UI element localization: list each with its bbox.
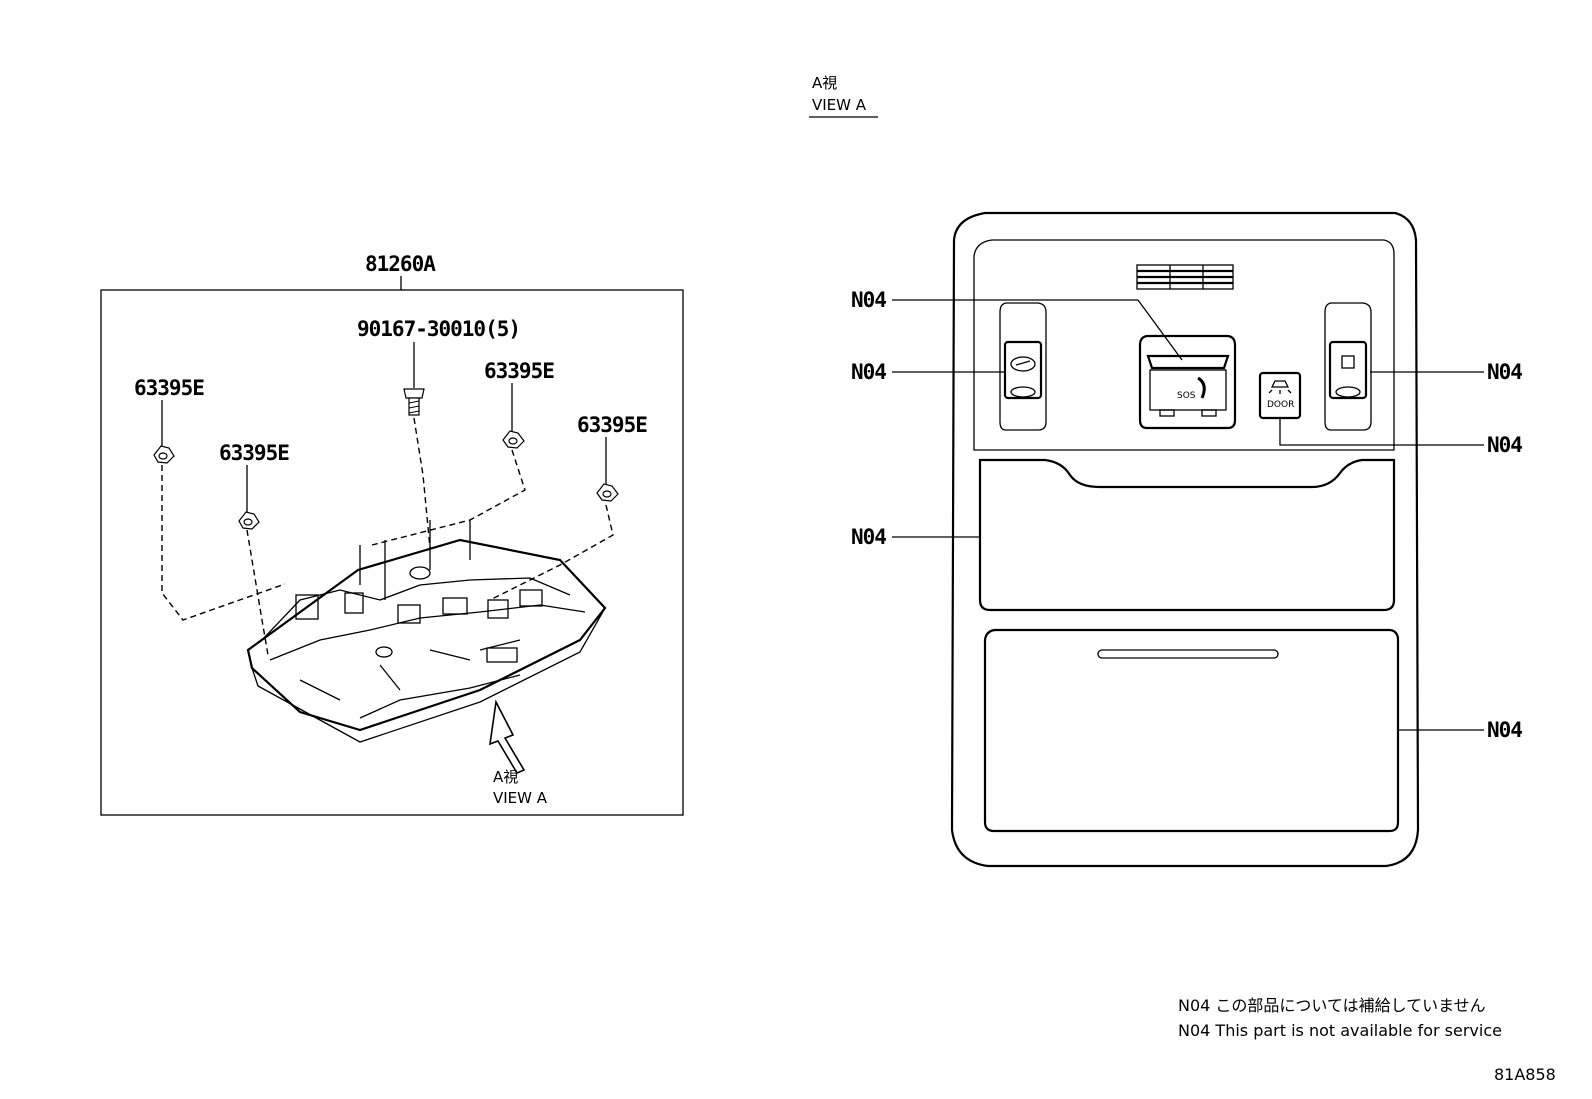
note-jp: N04 この部品については補給していません: [1178, 996, 1486, 1015]
figure-code: 81A858: [1494, 1065, 1556, 1084]
console-outer-shell: [950, 211, 1420, 868]
sos-button: SOS: [1138, 334, 1237, 430]
upper-lid: [978, 458, 1396, 612]
arrow-label-en: VIEW A: [493, 789, 548, 807]
clip-icon-2: [238, 511, 260, 530]
lower-lid: [983, 628, 1400, 833]
clip-icon-4: [596, 483, 619, 502]
lid-handle: [1097, 649, 1279, 659]
view-a-arrow-icon: [489, 699, 526, 775]
assembly-frame: [100, 289, 684, 816]
clip-label-1: 63395E: [134, 376, 204, 400]
assembly-main-label: 81260A: [365, 252, 436, 276]
left-lamp-switch: [999, 302, 1047, 431]
vent-grille: [1136, 264, 1234, 290]
door-button: DOOR: [1258, 371, 1302, 420]
view-a-title-jp: A視: [812, 74, 837, 92]
clip-icon-3: [502, 430, 525, 449]
callout-n04-sos: N04: [851, 288, 886, 312]
bolt-label: 90167-30010(5): [357, 317, 520, 341]
callout-n04-door: N04: [1487, 433, 1522, 457]
callout-n04-left-switch: N04: [851, 360, 886, 384]
phone-icon: [1197, 376, 1206, 399]
callout-n04-upper-lid: N04: [851, 525, 886, 549]
right-lamp-switch: [1324, 302, 1372, 431]
clip-label-3: 63395E: [484, 359, 554, 383]
assembly-exploded-view: 81260A 90167-30010(5) 63395E 63395E 6339…: [100, 252, 684, 816]
callout-n04-right-switch: N04: [1487, 360, 1522, 384]
clip-label-2: 63395E: [219, 441, 289, 465]
arrow-label-jp: A視: [493, 768, 518, 786]
callout-n04-lower-lid: N04: [1487, 718, 1522, 742]
service-notes: N04 この部品については補給していません N04 This part is n…: [1178, 996, 1502, 1040]
console-inner-panel: [973, 239, 1395, 451]
clip-label-4: 63395E: [577, 413, 647, 437]
sos-text: SOS: [1177, 391, 1196, 401]
view-a-title-en: VIEW A: [812, 96, 867, 114]
view-a-header: A視 VIEW A: [809, 74, 878, 118]
note-en: N04 This part is not available for servi…: [1178, 1021, 1502, 1040]
bolt-icon: [403, 388, 425, 416]
door-text: DOOR: [1267, 400, 1294, 410]
clip-icon-1: [153, 445, 175, 464]
view-a-console: SOS DOOR N04 N04 N04 N04 N04 N04: [851, 211, 1523, 868]
overhead-console-assembly: [246, 520, 607, 743]
